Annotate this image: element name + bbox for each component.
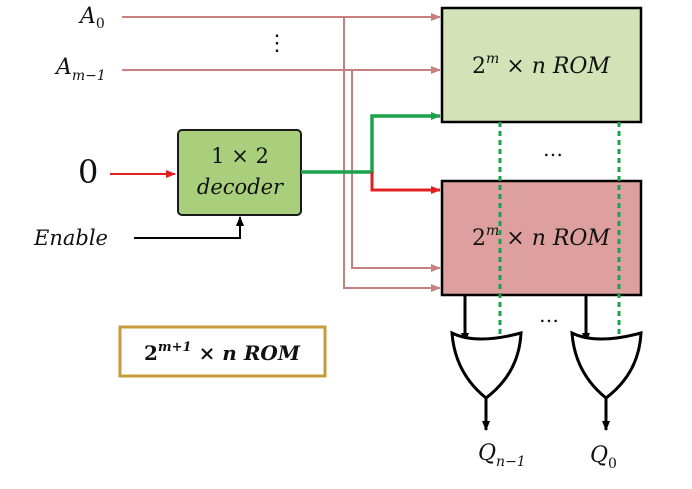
bottom-rom-data-lines: [461, 295, 590, 343]
select-line-bottom: [370, 172, 441, 194]
select-line-top: [301, 112, 441, 174]
rom-top-label: 2m × n ROM: [472, 51, 610, 79]
a0-branch-line: [343, 17, 441, 292]
am1-label: Am−1: [54, 55, 106, 84]
caption-box: [118, 325, 327, 378]
gate-between-dots: …: [539, 303, 559, 327]
rom-bottom-label: 2m × n ROM: [472, 223, 610, 251]
decoder-label-line1: 1 × 2: [211, 144, 269, 168]
or-gate-high: [450, 330, 523, 400]
q-low-label: Q0: [590, 443, 617, 472]
am1-branch-line: [351, 70, 441, 272]
a0-label: A0: [78, 4, 105, 32]
rom-top-box: [440, 6, 643, 124]
rom-between-dots: …: [543, 137, 563, 161]
decoder-box: [177, 129, 302, 216]
rom-bottom-box: [440, 179, 643, 297]
vertical-dots: ⋮: [266, 31, 288, 56]
decoder-label-line2: decoder: [197, 175, 285, 199]
or-gate-low: [570, 330, 643, 400]
enable-label: Enable: [33, 226, 108, 250]
address-lines: [122, 13, 441, 292]
q-high-label: Qn−1: [478, 441, 526, 470]
top-rom-data-lines: [496, 122, 623, 349]
enable-arrow: [134, 216, 244, 239]
caption-label: 2m+1 × n ROM: [144, 340, 301, 365]
zero-input-label: 0: [78, 153, 98, 191]
